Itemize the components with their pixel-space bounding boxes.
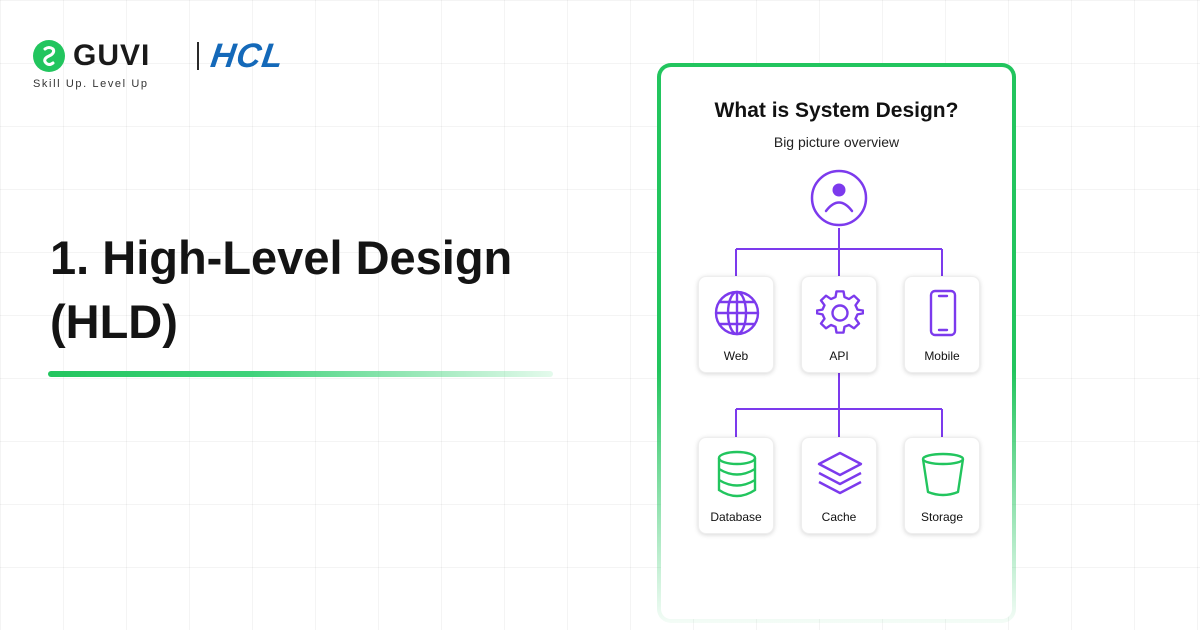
node-label-api: API [829,349,849,363]
database-icon [717,450,757,498]
guvi-brand-name: GUVI [73,39,151,72]
mobile-phone-icon [929,289,957,337]
brand-tagline: Skill Up. Level Up [33,78,149,90]
diagram-connectors [735,228,943,437]
node-api: API [801,276,877,373]
brand-divider [197,42,199,70]
user-circle-icon [810,169,868,227]
brand-header: GUVI HCL Skill Up. Level Up [33,37,333,94]
node-label-mobile: Mobile [924,349,960,363]
globe-icon [714,290,760,336]
card-body: What is System Design? Big picture overv… [661,67,1012,619]
guvi-logo-icon [33,40,65,72]
node-cache: Cache [801,437,877,534]
node-web: Web [698,276,774,373]
node-mobile: Mobile [904,276,980,373]
node-label-cache: Cache [821,510,857,524]
page-title: 1. High-Level Design (HLD) [50,226,590,354]
diagram-title: What is System Design? [714,99,959,122]
bucket-icon [921,452,965,497]
hcl-brand-name: HCL [208,37,287,75]
page-title-line-2: (HLD) [50,295,178,348]
page-title-line-1: 1. High-Level Design [50,231,513,284]
diagram-subtitle: Big picture overview [773,134,900,150]
system-design-card: What is System Design? Big picture overv… [657,63,1016,623]
node-label-web: Web [723,349,749,363]
title-underline [48,371,553,377]
node-label-storage: Storage [920,510,964,524]
gear-icon [816,290,864,334]
node-label-database: Database [710,510,762,524]
node-storage: Storage [904,437,980,534]
node-database: Database [698,437,774,534]
layers-icon [817,451,863,495]
